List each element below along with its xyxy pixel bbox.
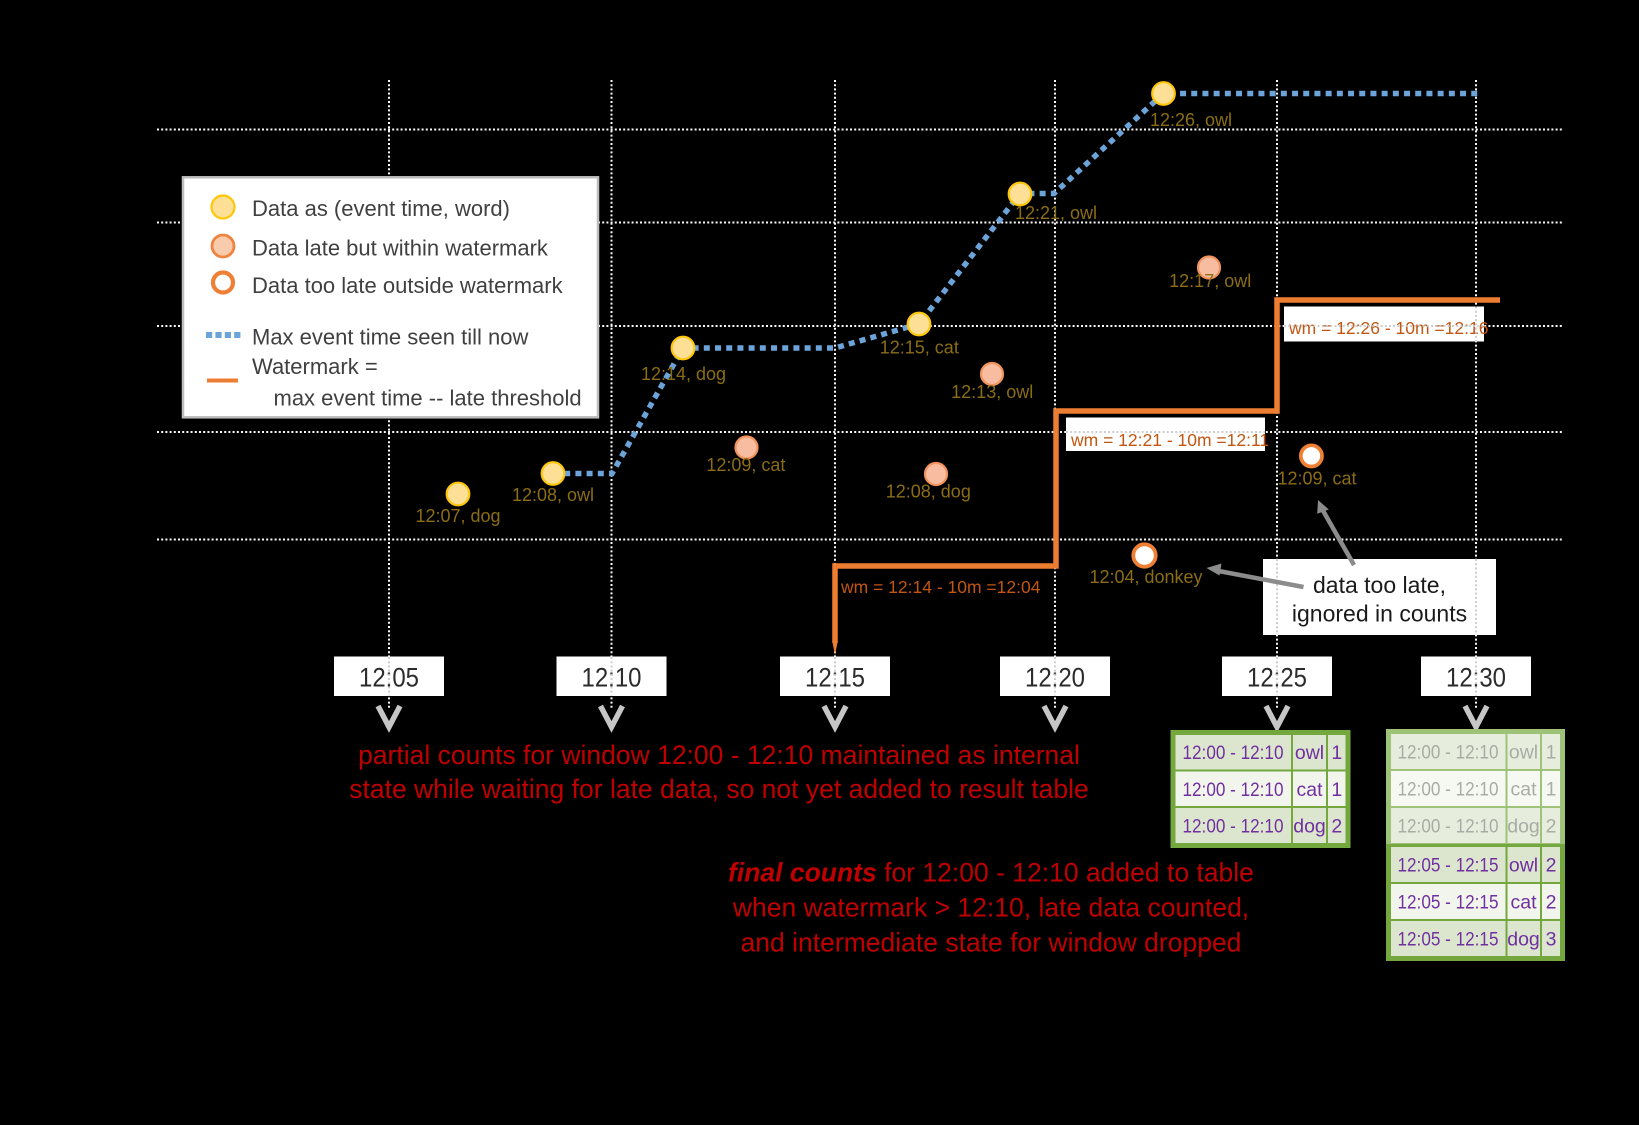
svg-text:12:00 - 12:10: 12:00 - 12:10	[1398, 816, 1499, 838]
svg-text:cat: cat	[1296, 779, 1323, 801]
svg-text:12:26, owl: 12:26, owl	[1150, 110, 1232, 130]
svg-text:owl: owl	[1295, 742, 1324, 764]
svg-text:cat: cat	[1510, 779, 1537, 801]
svg-text:2: 2	[1546, 855, 1557, 877]
svg-text:1: 1	[1331, 742, 1342, 764]
svg-text:Data too late outside watermar: Data too late outside watermark	[252, 273, 564, 298]
svg-text:partial counts for window 12:0: partial counts for window 12:00 - 12:10 …	[358, 740, 1080, 770]
svg-text:1: 1	[1331, 779, 1342, 801]
svg-text:dog: dog	[1293, 816, 1326, 838]
svg-text:3: 3	[1546, 929, 1557, 951]
svg-text:12:05 - 12:15: 12:05 - 12:15	[1398, 929, 1499, 951]
svg-text:12:17, owl: 12:17, owl	[1169, 271, 1251, 291]
svg-text:12:00 - 12:10: 12:00 - 12:10	[1398, 779, 1499, 801]
svg-text:state while waiting for late d: state while waiting for late data, so no…	[349, 774, 1089, 804]
svg-text:2: 2	[1546, 892, 1557, 914]
svg-text:wm = 12:26 - 10m =12:16: wm = 12:26 - 10m =12:16	[1288, 318, 1488, 338]
svg-text:wm = 12:14 - 10m =12:04: wm = 12:14 - 10m =12:04	[840, 577, 1041, 597]
svg-text:Max event time seen till now: Max event time seen till now	[252, 325, 528, 350]
svg-text:12:09, cat: 12:09, cat	[706, 455, 785, 475]
svg-text:cat: cat	[1510, 892, 1537, 914]
svg-text:1: 1	[1546, 779, 1557, 801]
svg-text:12:00 - 12:10: 12:00 - 12:10	[1183, 742, 1284, 764]
svg-text:12:04, donkey: 12:04, donkey	[1089, 567, 1202, 587]
svg-text:12:00 - 12:10: 12:00 - 12:10	[1183, 816, 1284, 838]
svg-text:wm = 12:21 - 10m =12:11: wm = 12:21 - 10m =12:11	[1070, 430, 1269, 450]
svg-text:dog: dog	[1507, 929, 1540, 951]
svg-text:12:05 - 12:15: 12:05 - 12:15	[1398, 855, 1499, 877]
svg-text:final counts for 12:00 - 12:10: final counts for 12:00 - 12:10 added to …	[728, 858, 1254, 888]
svg-text:1: 1	[1546, 742, 1557, 764]
svg-text:owl: owl	[1509, 742, 1538, 764]
svg-text:2: 2	[1331, 816, 1342, 838]
svg-text:12:07, dog: 12:07, dog	[415, 506, 500, 526]
svg-text:12:08, dog: 12:08, dog	[886, 482, 971, 502]
svg-text:owl: owl	[1509, 855, 1538, 877]
svg-text:12:08, owl: 12:08, owl	[512, 485, 594, 505]
svg-text:12:13, owl: 12:13, owl	[951, 382, 1033, 402]
svg-text:12:00 - 12:10: 12:00 - 12:10	[1398, 742, 1499, 764]
svg-text:12:15, cat: 12:15, cat	[880, 338, 959, 358]
svg-text:when watermark > 12:10, late d: when watermark > 12:10, late data counte…	[732, 893, 1249, 923]
svg-text:dog: dog	[1507, 816, 1540, 838]
svg-text:12:21, owl: 12:21, owl	[1015, 203, 1097, 223]
svg-text:Data late but within watermark: Data late but within watermark	[252, 236, 549, 261]
svg-text:12:05 - 12:15: 12:05 - 12:15	[1398, 892, 1499, 914]
svg-text:Data as (event time, word): Data as (event time, word)	[252, 196, 510, 221]
svg-text:and intermediate state for win: and intermediate state for window droppe…	[741, 928, 1242, 958]
svg-text:ignored in counts: ignored in counts	[1292, 601, 1467, 627]
svg-text:max event time -- late thresho: max event time -- late threshold	[274, 386, 582, 411]
svg-text:12:09, cat: 12:09, cat	[1277, 469, 1356, 489]
svg-text:Watermark =: Watermark =	[252, 354, 378, 379]
svg-text:12:00 - 12:10: 12:00 - 12:10	[1183, 779, 1284, 801]
svg-text:2: 2	[1546, 816, 1557, 838]
svg-text:data too late,: data too late,	[1313, 572, 1446, 598]
svg-text:12:14, dog: 12:14, dog	[641, 364, 726, 384]
